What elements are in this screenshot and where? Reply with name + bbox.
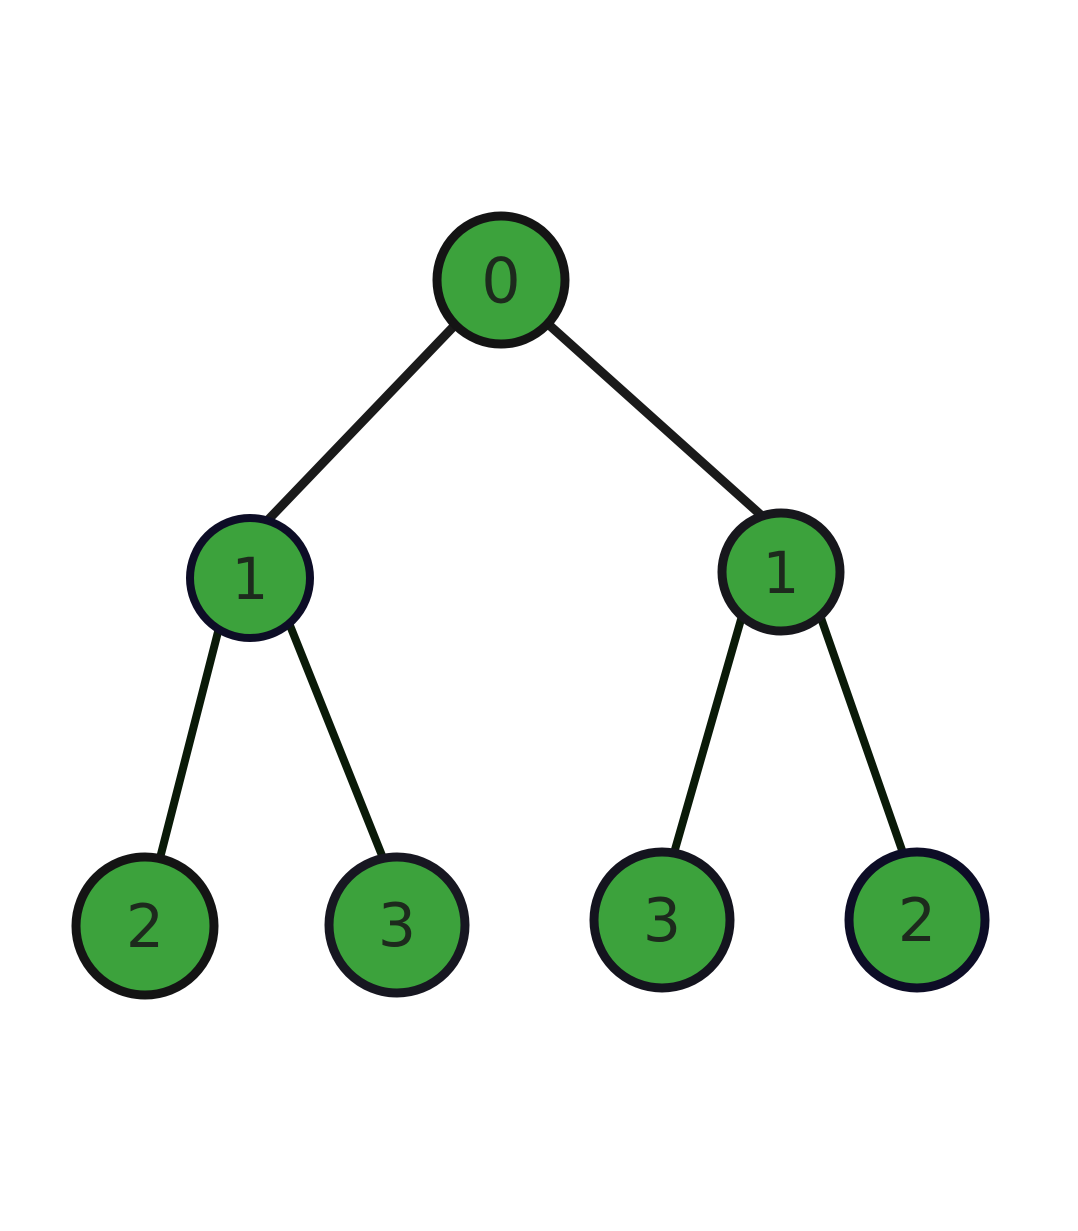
tree-edges-layer <box>156 319 907 862</box>
tree-node-circle[interactable] <box>589 847 735 993</box>
tree-node-circle[interactable] <box>717 508 845 636</box>
tree-node[interactable]: 3 <box>324 852 470 998</box>
tree-edge <box>285 619 387 862</box>
tree-node-label: 0 <box>481 245 520 318</box>
tree-node[interactable]: 2 <box>844 847 990 993</box>
tree-node-label: 3 <box>378 891 416 961</box>
tree-node-label: 2 <box>126 892 164 962</box>
tree-node-label: 1 <box>232 545 269 613</box>
tree-node-label: 2 <box>898 886 936 956</box>
tree-node[interactable]: 3 <box>589 847 735 993</box>
tree-nodes-layer: 0 1 1 2 3 3 2 <box>71 211 990 1000</box>
tree-node[interactable]: 1 <box>717 508 845 636</box>
tree-node-circle[interactable] <box>432 211 570 349</box>
tree-node[interactable]: 0 <box>432 211 570 349</box>
tree-edge <box>156 624 223 862</box>
tree-node-circle[interactable] <box>844 847 990 993</box>
tree-node-circle[interactable] <box>324 852 470 998</box>
tree-node-label: 3 <box>643 886 681 956</box>
tree-edge <box>263 320 460 525</box>
tree-node-circle[interactable] <box>186 514 314 642</box>
tree-node-circle[interactable] <box>71 852 219 1000</box>
tree-edge <box>817 614 907 857</box>
tree-edge <box>670 612 746 857</box>
tree-node[interactable]: 2 <box>71 852 219 1000</box>
tree-edge <box>543 319 767 521</box>
tree-node[interactable]: 1 <box>186 514 314 642</box>
tree-node-label: 1 <box>763 539 800 607</box>
